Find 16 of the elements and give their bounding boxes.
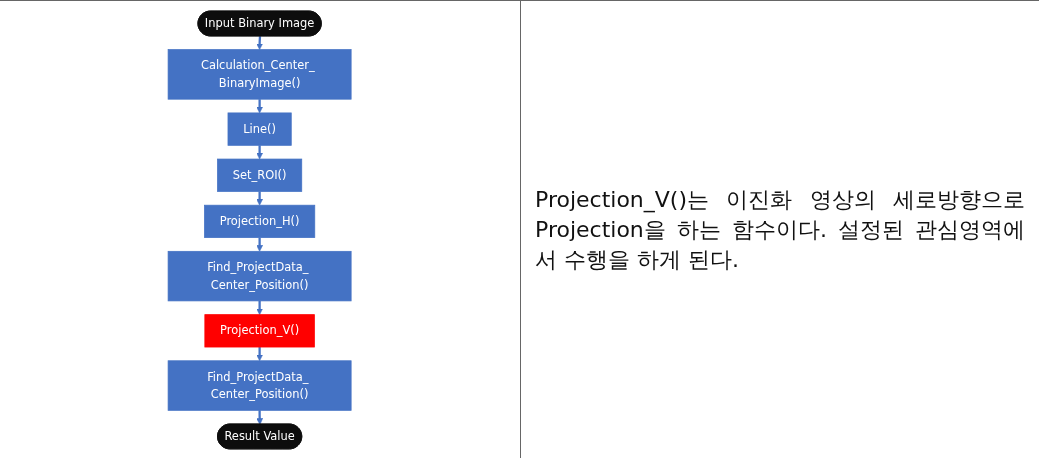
- node-box: Find_ProjectData_ Center_Position(): [168, 250, 352, 301]
- node-box: Set_ROI(): [217, 158, 303, 192]
- node-box: Find_ProjectData_ Center_Position(): [168, 359, 352, 411]
- arrow: [256, 346, 264, 361]
- arrow: [256, 237, 264, 252]
- node-box: Line(): [227, 112, 292, 146]
- arrow: [256, 144, 264, 159]
- arrow: [256, 190, 264, 205]
- node-box: Projection_H(): [204, 204, 316, 238]
- node-box: Calculation_Center_ BinaryImage(): [168, 48, 352, 100]
- arrow: [256, 300, 264, 315]
- arrow: [256, 35, 264, 50]
- description-text: Projection_V()는 이진화 영상의 세로방향으로 Projection을 하는 함수이다. 설정된 관심영역에서 수행을 하게 된다.: [535, 186, 1025, 274]
- arrow: [256, 98, 264, 113]
- arrow: [256, 409, 264, 425]
- node-box: Projection_V(): [204, 313, 316, 347]
